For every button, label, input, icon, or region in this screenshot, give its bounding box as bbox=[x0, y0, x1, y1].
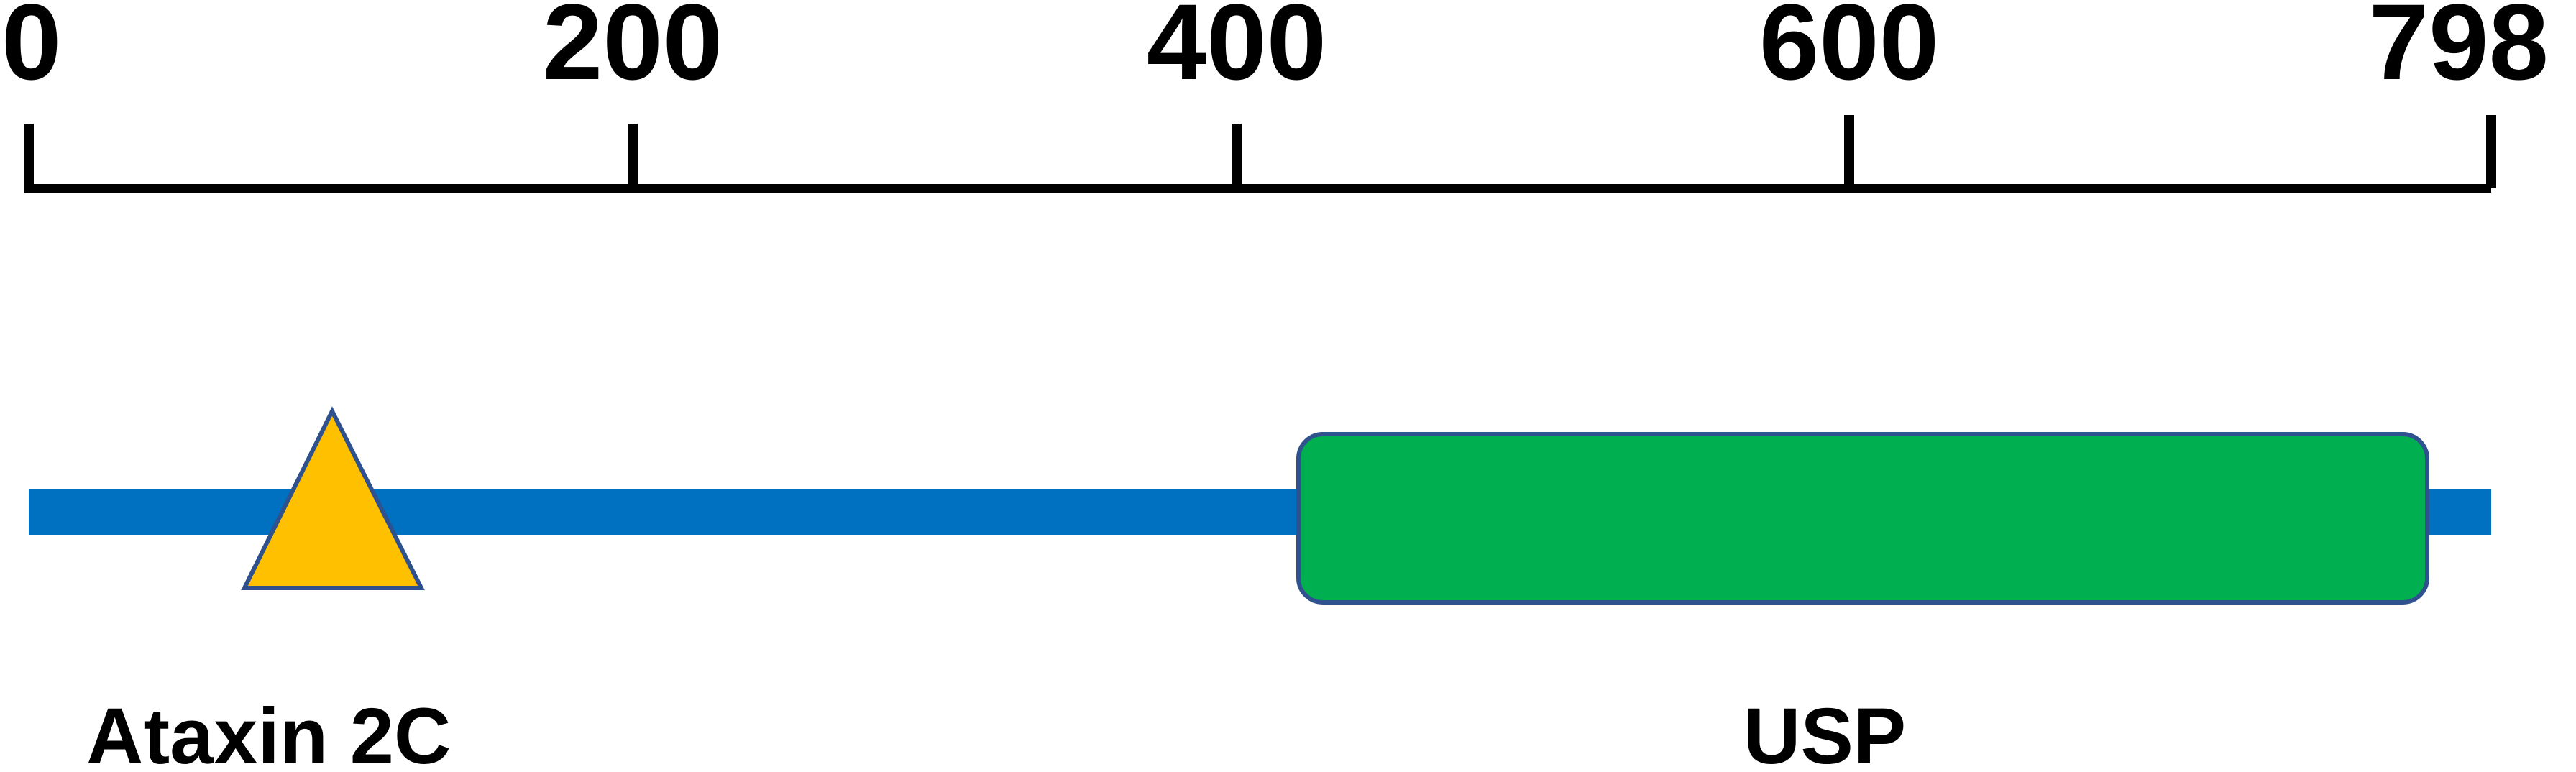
ataxin-2c-label: Ataxin 2C bbox=[86, 692, 451, 772]
tick-0: 0 bbox=[1, 0, 61, 193]
usp-domain-box bbox=[1296, 432, 2429, 605]
tick-label-600: 600 bbox=[1759, 0, 1939, 102]
tick-label-0: 0 bbox=[1, 0, 61, 102]
tick-798: 798 bbox=[2369, 0, 2549, 188]
tick-label-400: 400 bbox=[1147, 0, 1326, 102]
tick-label-798: 798 bbox=[2369, 0, 2549, 102]
tick-label-200: 200 bbox=[543, 0, 723, 102]
scale-ruler: 0 200 400 600 798 bbox=[1, 0, 2549, 193]
ataxin-2c-triangle bbox=[241, 406, 425, 590]
tick-200: 200 bbox=[543, 0, 723, 193]
tick-400: 400 bbox=[1147, 0, 1326, 193]
usp-label: USP bbox=[1743, 692, 1906, 772]
tick-600: 600 bbox=[1759, 0, 1939, 188]
